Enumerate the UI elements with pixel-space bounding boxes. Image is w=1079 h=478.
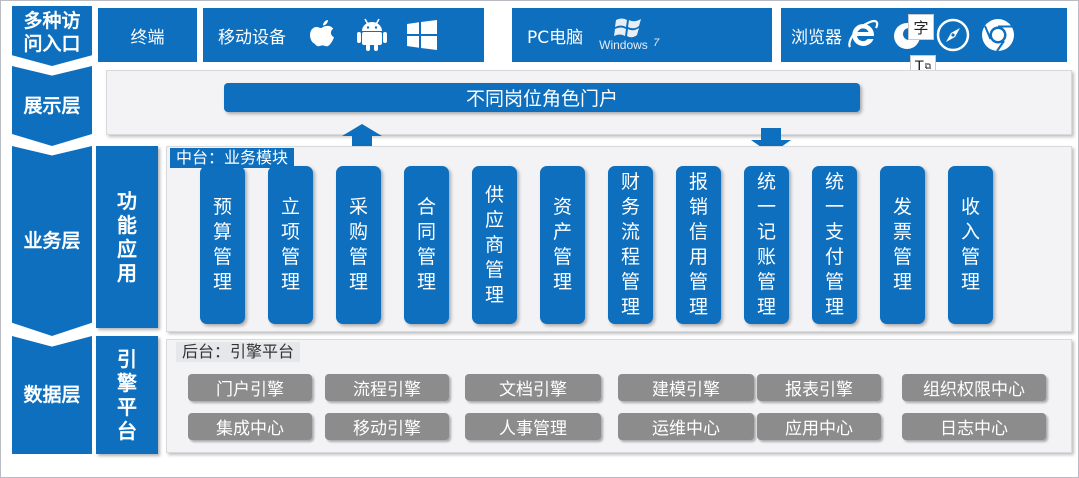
module-2: 立项管理 bbox=[268, 166, 313, 324]
ie-icon bbox=[846, 18, 880, 52]
data-section-title: 后台：引擎平台 bbox=[176, 342, 301, 362]
engine-platform-box: 引擎平台 bbox=[96, 336, 158, 454]
text-popup-label: T bbox=[915, 59, 924, 75]
engine-row1-1: 门户引擎 bbox=[188, 374, 312, 401]
terminal-label: 终端 bbox=[130, 27, 165, 48]
mobile-device-label: 移动设备 bbox=[218, 27, 286, 48]
module-11: 发票管理 bbox=[880, 166, 925, 324]
engine-row1-5: 报表引擎 bbox=[757, 374, 881, 401]
engine-row1-2: 流程引擎 bbox=[325, 374, 449, 401]
module-5: 供应商管理 bbox=[472, 166, 517, 324]
char-popup-button[interactable]: 字 bbox=[908, 14, 934, 40]
engine-row2-2: 移动引擎 bbox=[325, 413, 449, 440]
engine-row1-6: 组织权限中心 bbox=[902, 374, 1046, 401]
engine-row2-4: 运维中心 bbox=[618, 413, 754, 440]
module-10: 统一支付管理 bbox=[812, 166, 857, 324]
engine-platform-text: 引擎平台 bbox=[117, 347, 137, 443]
layer-display-text: 展示层 bbox=[23, 94, 81, 117]
windows-flag-icon bbox=[614, 18, 642, 38]
module-6: 资产管理 bbox=[540, 166, 585, 324]
windows-version: 7 bbox=[653, 37, 660, 49]
windows7-logo: Windows 7 bbox=[599, 14, 669, 56]
layer-business-label: 业务层 bbox=[12, 146, 92, 336]
browser-label: 浏览器 bbox=[791, 27, 842, 48]
chrome-icon bbox=[980, 17, 1016, 53]
layer-display-label: 展示层 bbox=[12, 66, 92, 146]
business-section-title: 中台：业务模块 bbox=[170, 148, 295, 168]
engine-row2-1: 集成中心 bbox=[188, 413, 312, 440]
module-9: 统一记账管理 bbox=[744, 166, 789, 324]
apple-icon bbox=[308, 18, 338, 52]
windows-icon bbox=[406, 19, 438, 51]
module-12: 收入管理 bbox=[948, 166, 993, 324]
role-portal-text: 不同岗位角色门户 bbox=[465, 88, 618, 110]
engine-row2-6: 日志中心 bbox=[902, 413, 1046, 440]
role-portal-bar: 不同岗位角色门户 bbox=[224, 83, 860, 112]
down-arrow-icon bbox=[751, 128, 791, 154]
engine-row1-4: 建模引擎 bbox=[618, 374, 754, 401]
mobile-device-box: 移动设备 bbox=[203, 8, 484, 62]
pc-box: PC电脑 Windows 7 bbox=[512, 8, 772, 62]
function-app-box: 功能应用 bbox=[96, 146, 158, 328]
safari-icon bbox=[936, 18, 970, 52]
layer-access-text: 多种访问入口 bbox=[23, 10, 81, 55]
layer-data-label: 数据层 bbox=[12, 336, 92, 454]
layer-business-text: 业务层 bbox=[23, 229, 81, 252]
engine-row2-3: 人事管理 bbox=[465, 413, 601, 440]
copy-icon: ⧉ bbox=[924, 62, 931, 72]
engine-row1-3: 文档引擎 bbox=[465, 374, 601, 401]
windows-text: Windows bbox=[599, 38, 648, 52]
android-icon bbox=[356, 17, 388, 53]
module-1: 预算管理 bbox=[200, 166, 245, 324]
module-7: 财务流程管理 bbox=[608, 166, 653, 324]
up-arrow-icon bbox=[342, 124, 382, 148]
engine-row2-5: 应用中心 bbox=[757, 413, 881, 440]
module-3: 采购管理 bbox=[336, 166, 381, 324]
module-4: 合同管理 bbox=[404, 166, 449, 324]
module-8: 报销信用管理 bbox=[676, 166, 721, 324]
layer-data-text: 数据层 bbox=[23, 383, 81, 406]
layer-access-label: 多种访问入口 bbox=[12, 6, 92, 66]
pc-label: PC电脑 bbox=[527, 27, 584, 48]
terminal-label-box: 终端 bbox=[98, 8, 197, 62]
function-app-text: 功能应用 bbox=[117, 189, 137, 285]
